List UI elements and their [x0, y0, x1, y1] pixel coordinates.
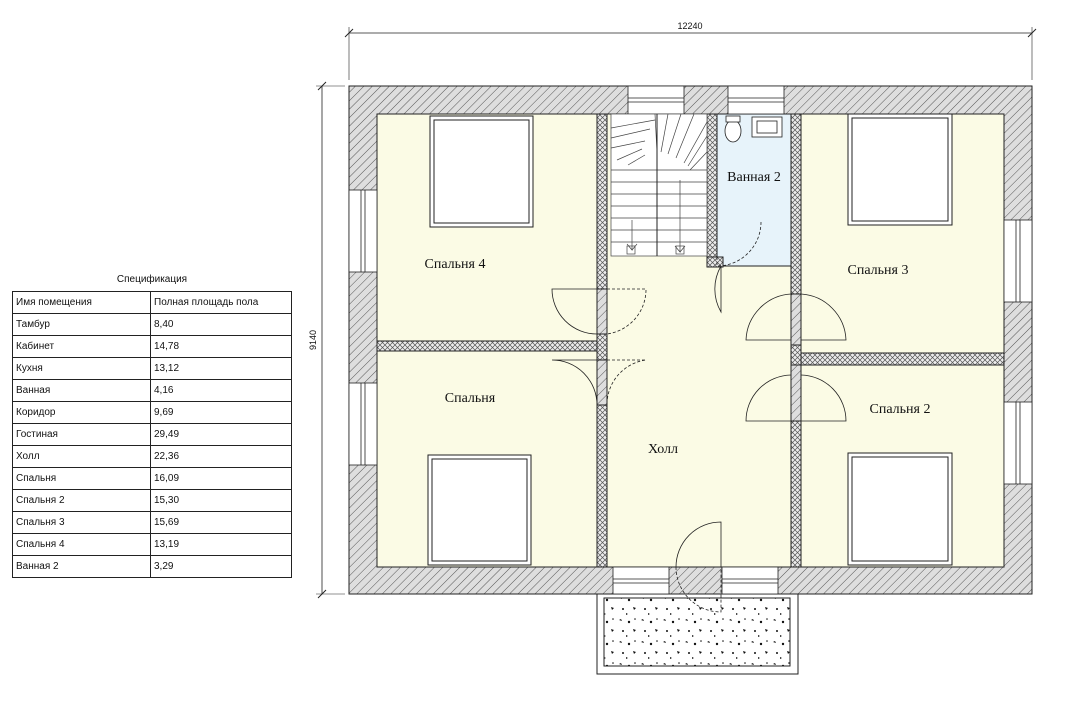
room-name-cell: Спальня 2 — [12, 489, 151, 512]
windows — [348, 85, 1033, 595]
doors — [551, 221, 847, 613]
entrance-porch — [596, 593, 799, 675]
room-name-cell: Спальня 4 — [12, 533, 151, 556]
room-name-cell: Спальня — [12, 467, 151, 490]
window-frames — [360, 97, 1021, 584]
label-bedroom3: Спальня 3 — [848, 263, 909, 278]
room-name-cell: Кухня — [12, 357, 151, 380]
room-name-cell: Ванная 2 — [12, 555, 151, 578]
spec-header-area: Полная площадь пола — [150, 291, 292, 314]
room-name-cell: Ванная — [12, 379, 151, 402]
room-name-cell: Коридор — [12, 401, 151, 424]
label-bedroom4: Спальня 4 — [425, 257, 486, 272]
spec-header-name: Имя помещения — [12, 291, 151, 314]
interior-walls — [376, 113, 1005, 568]
label-hall: Холл — [648, 442, 678, 457]
room-area-cell: 4,16 — [150, 379, 292, 402]
spec-header-row: Имя помещения Полная площадь пола — [12, 291, 292, 314]
beds — [427, 113, 953, 566]
room-area-cell: 29,49 — [150, 423, 292, 446]
staircase — [610, 113, 708, 257]
dimension-width-label: 12240 — [677, 21, 702, 31]
room-area-cell: 13,19 — [150, 533, 292, 556]
spec-table: Имя помещения Полная площадь пола Тамбур… — [12, 291, 292, 578]
bathroom-fixtures — [724, 115, 783, 143]
room-name-cell: Кабинет — [12, 335, 151, 358]
room-area-cell: 3,29 — [150, 555, 292, 578]
dimension-height-label: 9140 — [308, 330, 318, 350]
room-area-cell: 9,69 — [150, 401, 292, 424]
room-name-cell: Холл — [12, 445, 151, 468]
room-area-cell: 8,40 — [150, 313, 292, 336]
label-bedroom: Спальня — [445, 391, 496, 406]
room-name-cell: Спальня 3 — [12, 511, 151, 534]
room-area-cell: 22,36 — [150, 445, 292, 468]
room-area-cell: 15,30 — [150, 489, 292, 512]
spec-title: Спецификация — [116, 274, 188, 285]
room-name-cell: Тамбур — [12, 313, 151, 336]
dimension-width — [344, 27, 1037, 80]
room-name-cell: Гостиная — [12, 423, 151, 446]
room-area-cell: 15,69 — [150, 511, 292, 534]
label-bathroom2: Ванная 2 — [727, 170, 781, 185]
room-area-cell: 14,78 — [150, 335, 292, 358]
label-bedroom2: Спальня 2 — [870, 402, 931, 417]
room-area-cell: 13,12 — [150, 357, 292, 380]
dimension-height — [316, 81, 345, 599]
room-area-cell: 16,09 — [150, 467, 292, 490]
